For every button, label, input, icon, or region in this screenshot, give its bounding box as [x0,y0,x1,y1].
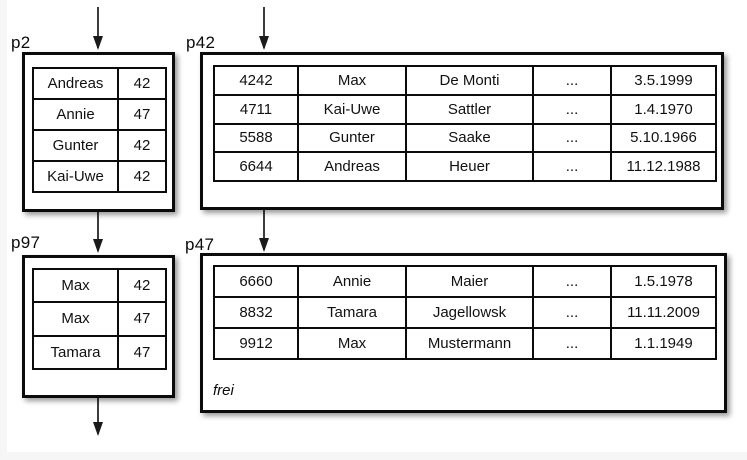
table-cell: Mustermann [405,327,534,360]
table-row: 6644 Andreas Heuer ... 11.12.1988 [213,151,717,182]
table-row: 6660 Annie Maier ... 1.5.1978 [213,265,717,298]
table-cell: 5.10.1966 [610,122,717,154]
table-row: 4242 Max De Monti ... 3.5.1999 [213,65,717,96]
table-row: Gunter 42 [32,129,167,162]
table-cell: ... [532,327,612,360]
page-label-p2: p2 [11,33,31,52]
table-row: Tamara 47 [32,334,167,371]
table-cell: 5588 [213,122,299,154]
table-cell: Sattler [405,93,534,125]
table-cell: Andreas [32,67,119,100]
table-cell: Max [32,267,119,304]
table-cell: Andreas [297,151,407,182]
table-cell: Max [32,301,119,337]
table-cell: Tamara [32,334,119,371]
table-row: Andreas 42 [32,67,167,100]
table-cell: 4711 [213,93,299,125]
data-table-p47: 6660 Annie Maier ... 1.5.1978 8832 Tamar… [213,265,717,360]
table-cell: Tamara [297,296,407,329]
table-cell: ... [532,65,612,96]
table-cell: ... [532,296,612,329]
page-label-p42: p42 [186,33,216,52]
table-cell: De Monti [405,65,534,96]
table-cell: 42 [117,267,167,304]
page-margin-left [0,0,7,460]
table-cell: Saake [405,122,534,154]
table-cell: 42 [117,129,167,162]
page-box-p97: Max 42 Max 47 Tamara 47 [22,255,175,398]
table-row: Annie 47 [32,98,167,131]
table-cell: ... [532,93,612,125]
table-cell: Gunter [32,129,119,162]
table-cell: 9912 [213,327,299,360]
table-cell: 6644 [213,151,299,182]
table-cell: 47 [117,334,167,371]
page-box-p2: Andreas 42 Annie 47 Gunter 42 Kai-Uwe 42 [22,52,175,212]
table-cell: 3.5.1999 [610,65,717,96]
page-label-p47: p47 [185,235,215,254]
table-cell: Gunter [297,122,407,154]
table-row: 5588 Gunter Saake ... 5.10.1966 [213,122,717,154]
index-table-p97: Max 42 Max 47 Tamara 47 [32,267,167,371]
table-cell: Heuer [405,151,534,182]
page-label-p97: p97 [11,233,41,252]
page-box-p47: 6660 Annie Maier ... 1.5.1978 8832 Tamar… [200,253,727,413]
table-cell: 42 [117,160,167,193]
table-cell: 11.11.2009 [610,296,717,329]
table-row: Max 42 [32,267,167,304]
table-cell: 47 [117,301,167,337]
table-row: 9912 Max Mustermann ... 1.1.1949 [213,327,717,360]
table-cell: 42 [117,67,167,100]
table-cell: ... [532,265,612,298]
table-cell: Annie [32,98,119,131]
table-row: 4711 Kai-Uwe Sattler ... 1.4.1970 [213,93,717,125]
table-cell: 8832 [213,296,299,329]
table-cell: 4242 [213,65,299,96]
table-cell: Jagellowsk [405,296,534,329]
table-row: Kai-Uwe 42 [32,160,167,193]
page-margin-bottom [0,452,747,460]
free-space-label: frei [213,382,234,399]
table-cell: Max [297,65,407,96]
table-cell: 1.5.1978 [610,265,717,298]
table-cell: Maier [405,265,534,298]
data-table-p42: 4242 Max De Monti ... 3.5.1999 4711 Kai-… [213,65,717,182]
table-cell: Annie [297,265,407,298]
table-row: 8832 Tamara Jagellowsk ... 11.11.2009 [213,296,717,329]
table-cell: 11.12.1988 [610,151,717,182]
table-cell: 1.1.1949 [610,327,717,360]
index-table-p2: Andreas 42 Annie 47 Gunter 42 Kai-Uwe 42 [32,67,167,193]
table-cell: 47 [117,98,167,131]
table-cell: Kai-Uwe [32,160,119,193]
table-cell: 6660 [213,265,299,298]
table-cell: Kai-Uwe [297,93,407,125]
table-cell: 1.4.1970 [610,93,717,125]
table-row: Max 47 [32,301,167,337]
table-cell: Max [297,327,407,360]
table-cell: ... [532,122,612,154]
page-box-p42: 4242 Max De Monti ... 3.5.1999 4711 Kai-… [200,52,724,210]
table-cell: ... [532,151,612,182]
